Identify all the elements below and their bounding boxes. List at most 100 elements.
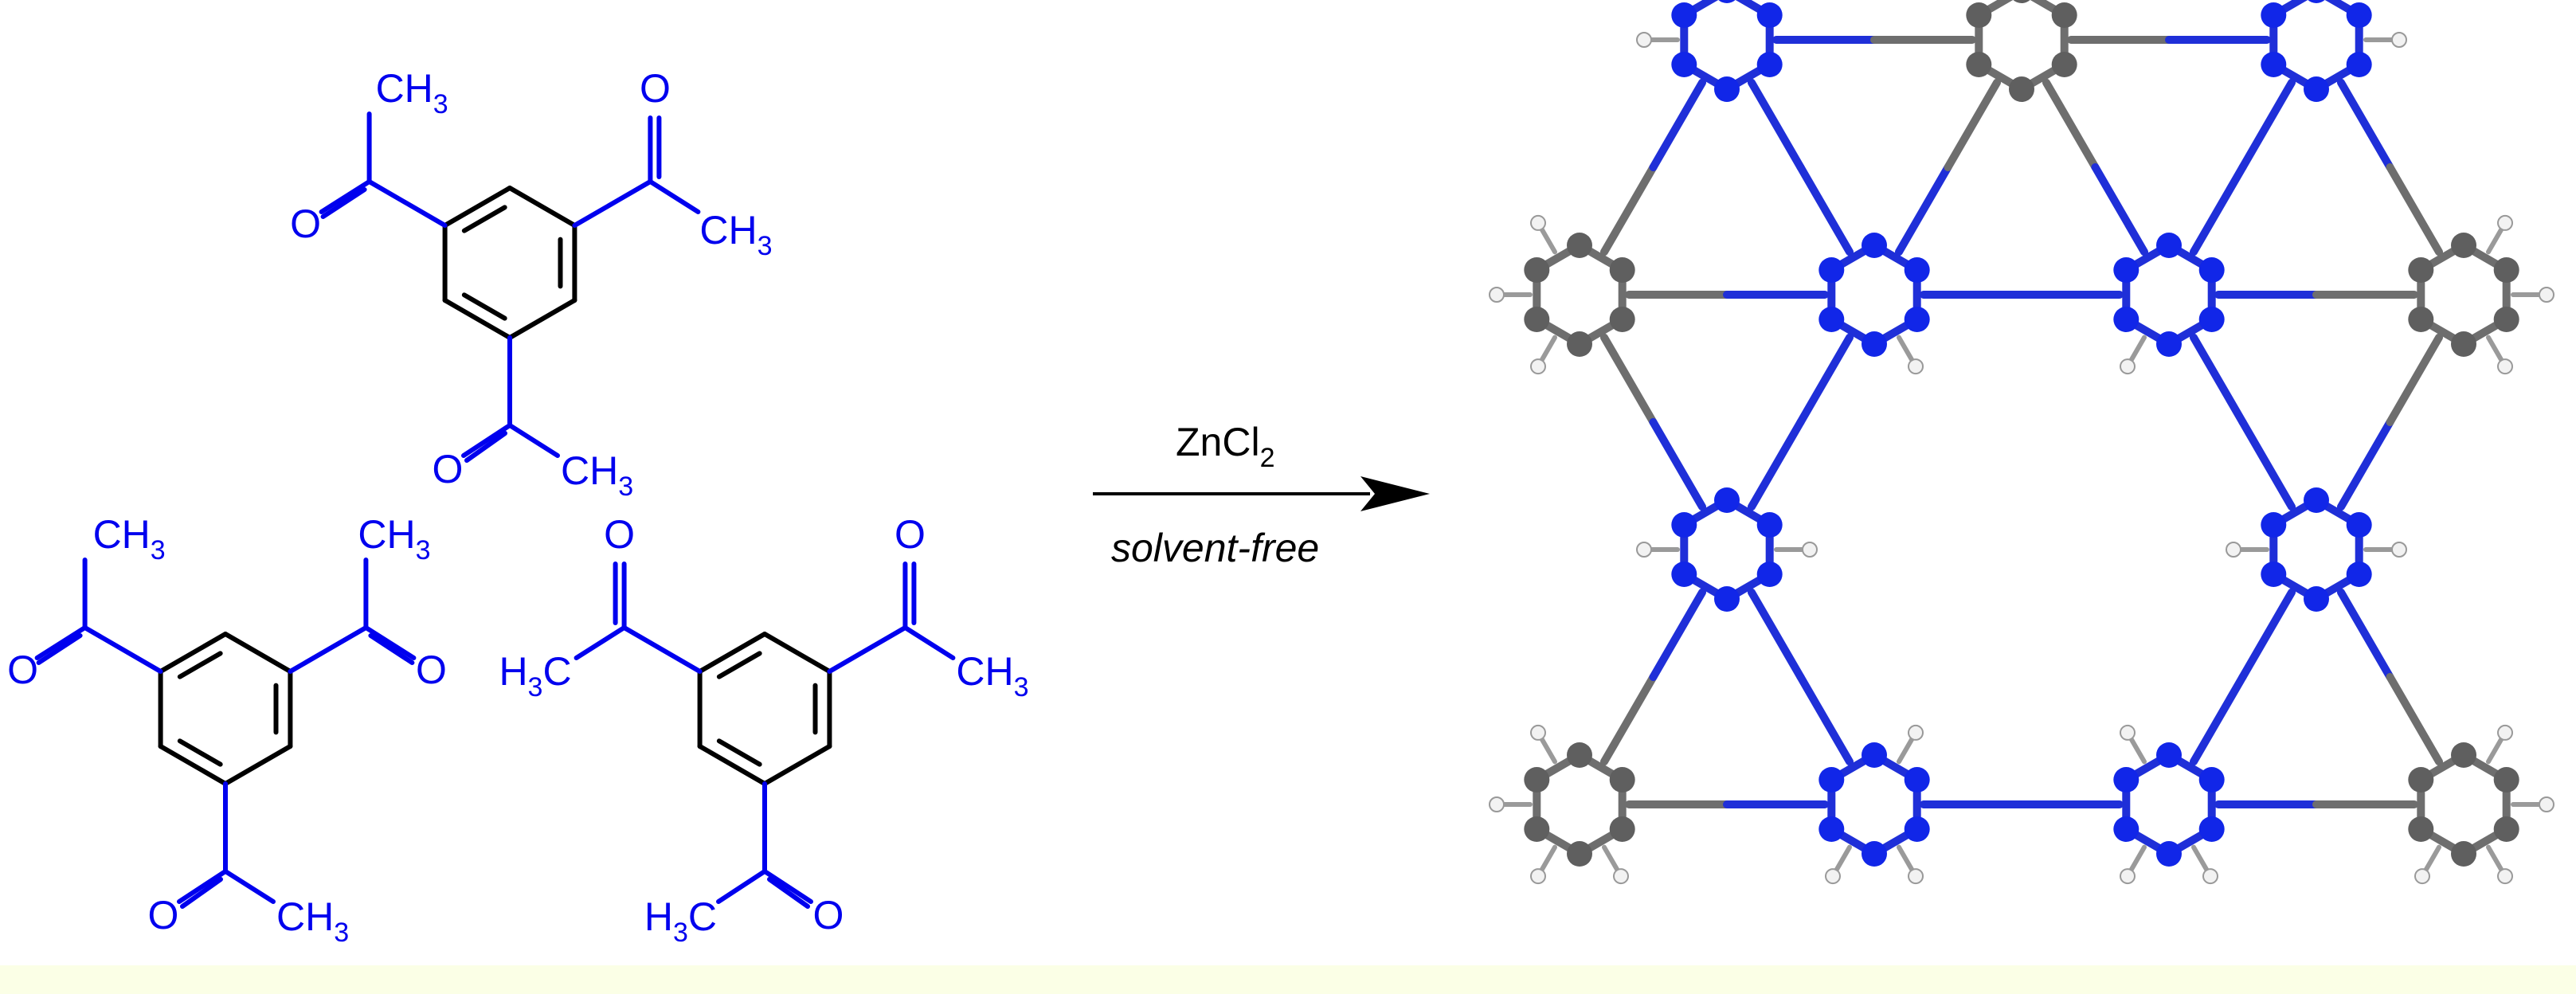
nitrogen-atom [1904, 307, 1930, 332]
carbon-atom [2009, 76, 2034, 102]
nitrogen-atom [1671, 2, 1697, 28]
oxygen-label: O [813, 893, 844, 937]
carbon-atom [2493, 767, 2519, 792]
nitrogen-atom [1714, 487, 1740, 513]
carbon-atom [2051, 2, 2077, 28]
nitrogen-atom [2156, 742, 2182, 768]
carbon-atom [1609, 307, 1635, 332]
reagent-label: ZnCl2 [1176, 420, 1275, 473]
product-atoms [1489, 0, 2554, 885]
ring-bond [507, 186, 577, 228]
carbon-atom [1609, 257, 1635, 283]
ring-bond [223, 632, 293, 674]
carbonyl-bond [368, 633, 415, 665]
linker-bond [2091, 163, 2148, 256]
triazine-ring [2018, 163, 2320, 426]
triazine-atoms [1636, 487, 1818, 612]
linker-bond [1796, 163, 1854, 256]
carbon-atom [1609, 767, 1635, 792]
oxygen-label: O [604, 512, 635, 557]
linker-bond [2337, 418, 2394, 511]
triazine-atoms [2226, 487, 2407, 612]
benzene-ring [1494, 163, 1731, 426]
carbonyl-bond [34, 625, 88, 660]
nitrogen-atom [2156, 331, 2182, 357]
hydrogen-atom [2414, 868, 2430, 885]
hydrogen-atom [1636, 32, 1652, 48]
linker-bond [1649, 588, 1706, 681]
oxygen-label: O [290, 202, 321, 246]
benzene-atoms [1966, 0, 2077, 102]
linker-bond [2238, 78, 2296, 171]
ring-bond [158, 632, 228, 674]
carbon-atom [1609, 816, 1635, 842]
carbon-atom [1524, 307, 1550, 332]
carbon-atom [1524, 816, 1550, 842]
methyl-label: CH3 [376, 66, 448, 119]
hydrogen-atom [2539, 287, 2554, 303]
linker-bond [1796, 673, 1854, 766]
linker-bond [2337, 78, 2394, 171]
nitrogen-atom [2261, 562, 2287, 587]
nitrogen-atom [2113, 257, 2139, 283]
nitrogen-atom [1671, 562, 1697, 587]
linker-bond [1895, 163, 1952, 256]
nitrogen-atom [2346, 2, 2372, 28]
carbon-atom [2408, 816, 2434, 842]
linker-bond [1748, 418, 1805, 511]
hydrogen-atom [1489, 287, 1505, 303]
methyl-label: H3C [499, 649, 571, 702]
carbon-atom [1567, 331, 1592, 357]
triazine-atoms [2261, 0, 2407, 102]
ring-double-bond [461, 292, 507, 321]
ring-double-bond [177, 738, 223, 767]
hydrogen-atom [1530, 358, 1546, 375]
ring-double-bond [716, 738, 762, 767]
nitrogen-atom [2304, 586, 2329, 612]
reaction-arrow [1093, 476, 1430, 511]
linker-bond [2190, 673, 2247, 766]
carbon-atom [2451, 233, 2476, 258]
carbon-atom [2493, 257, 2519, 283]
linker-bond [2042, 78, 2100, 171]
carbon-atom [1966, 2, 1992, 28]
carbon-atom [2408, 257, 2434, 283]
hydrogen-atom [1530, 868, 1546, 885]
nitrogen-atom [2156, 841, 2182, 867]
carbonyl-bond [363, 625, 417, 660]
nitrogen-atom [2304, 76, 2329, 102]
methyl-label: CH3 [276, 894, 349, 948]
methyl-bond [507, 423, 560, 458]
nitrogen-atom [1862, 841, 1887, 867]
linker-bond [1796, 333, 1854, 426]
ring-bond [697, 744, 767, 786]
carbon-atom [1966, 52, 1992, 77]
nitrogen-atom [1714, 76, 1740, 102]
hydrogen-atom [1825, 868, 1841, 885]
carbon-atom [1567, 742, 1592, 768]
nitrogen-atom [2113, 307, 2139, 332]
oxygen-label: O [640, 66, 671, 111]
nitrogen-atom [1714, 586, 1740, 612]
hydrogen-atom [2202, 868, 2218, 885]
nitrogen-atom [2198, 767, 2225, 792]
triazine-ring [1723, 163, 2026, 426]
ring-bond [697, 632, 767, 674]
carbon-atom [2408, 307, 2434, 332]
nitrogen-atom [1718, 0, 1736, 3]
hydrogen-atom [2497, 868, 2513, 885]
hydrogen-atom [2497, 724, 2513, 741]
linker-bond [2337, 588, 2394, 681]
methyl-label: H3C [644, 894, 717, 948]
linker-bond [2386, 163, 2443, 256]
nitrogen-atom [1862, 233, 1887, 258]
ring-double-bond [716, 651, 762, 679]
nitrogen-atom [2198, 257, 2225, 283]
hydrogen-atom [1802, 542, 1818, 558]
carbon-atom [1524, 767, 1550, 792]
methyl-label: CH3 [93, 512, 166, 565]
linker-bond [1748, 588, 1805, 681]
hydrogen-atom [2497, 214, 2513, 231]
